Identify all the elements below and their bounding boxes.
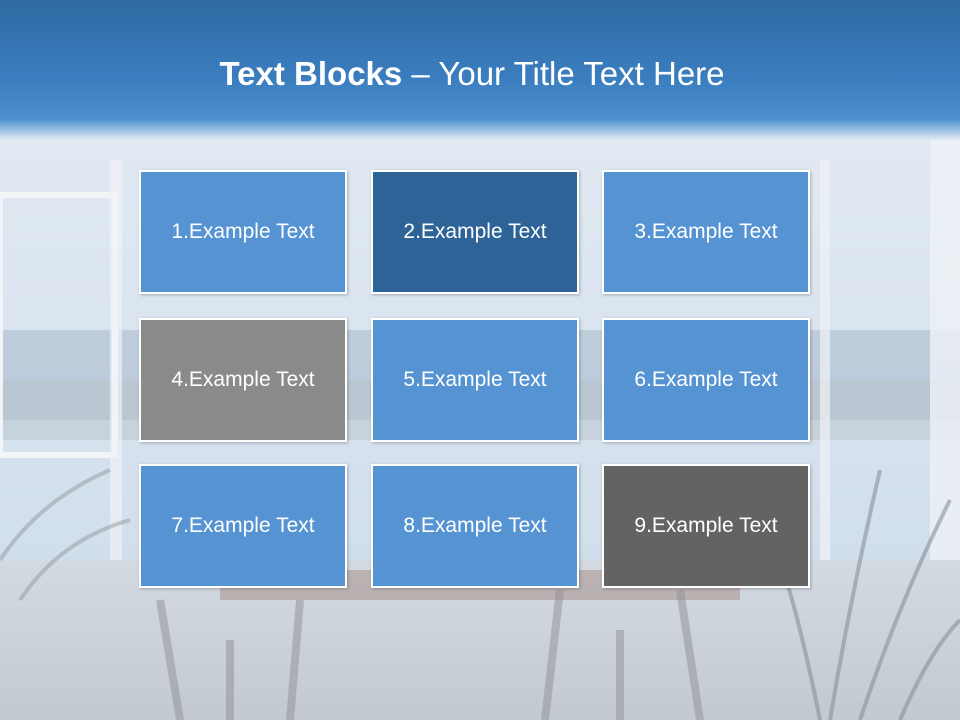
text-block-4[interactable]: 4.Example Text [139,318,347,442]
text-block-label: 3.Example Text [634,220,778,243]
text-block-9[interactable]: 9.Example Text [602,464,810,588]
text-block-label: 7.Example Text [171,514,315,537]
text-block-label: 9.Example Text [634,514,778,537]
text-block-5[interactable]: 5.Example Text [371,318,579,442]
text-block-1[interactable]: 1.Example Text [139,170,347,294]
text-block-2[interactable]: 2.Example Text [371,170,579,294]
text-block-6[interactable]: 6.Example Text [602,318,810,442]
text-block-8[interactable]: 8.Example Text [371,464,579,588]
text-block-7[interactable]: 7.Example Text [139,464,347,588]
slide-title: Text Blocks – Your Title Text Here [0,52,944,96]
text-block-label: 6.Example Text [634,368,778,391]
title-bold-text: Text Blocks [219,55,403,92]
title-rest-text: – Your Title Text Here [402,55,725,92]
text-blocks-grid: 1.Example Text 2.Example Text 3.Example … [139,170,815,593]
text-block-label: 8.Example Text [403,514,547,537]
text-block-label: 1.Example Text [171,220,315,243]
title-band [0,0,960,140]
text-block-3[interactable]: 3.Example Text [602,170,810,294]
text-block-label: 2.Example Text [403,220,547,243]
text-block-label: 4.Example Text [171,368,315,391]
text-block-label: 5.Example Text [403,368,547,391]
